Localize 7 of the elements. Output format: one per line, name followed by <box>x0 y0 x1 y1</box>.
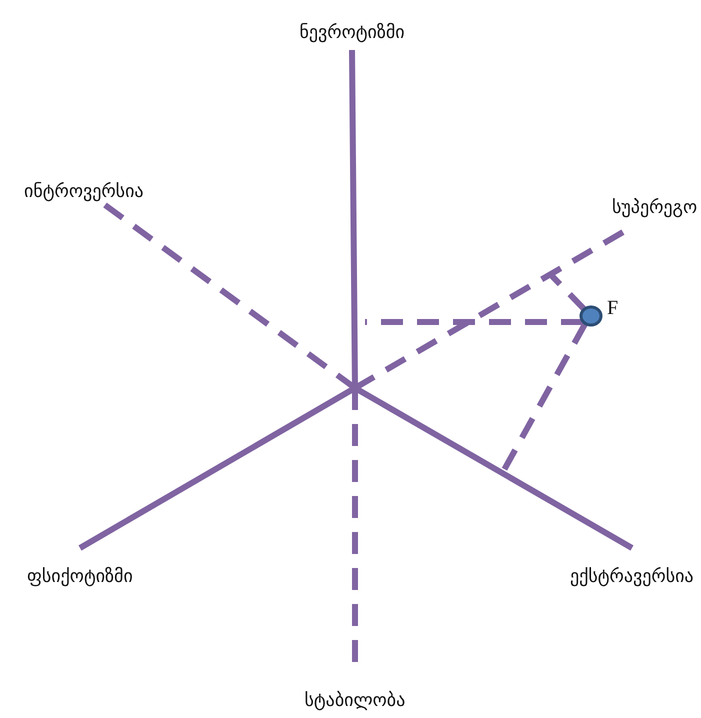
point-label: F <box>607 297 618 319</box>
axis-label: ფსიქოტიზმი <box>27 566 133 588</box>
axis-label: ექსტრავერსია <box>570 566 694 588</box>
axis-label: ნევროტიზმი <box>300 22 405 44</box>
axis-label: ინტროვერსია <box>24 181 144 203</box>
axis-label: სტაბილობა <box>304 690 406 712</box>
axis-label: სუპერეგო <box>612 197 698 219</box>
